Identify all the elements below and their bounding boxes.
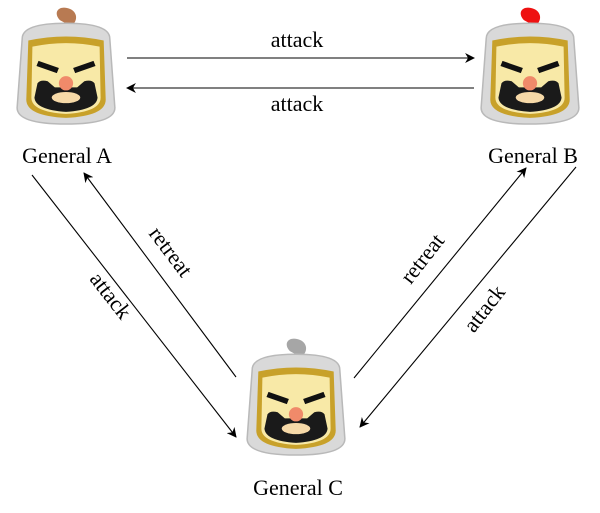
general-c-avatar-icon [246, 337, 346, 456]
general-c-node: General C [246, 337, 346, 500]
arrow-c-to-a [83, 172, 237, 378]
message-b-to-c-label: attack [458, 280, 510, 337]
message-c-to-b-label: retreat [395, 229, 449, 289]
arrow-a-to-c [31, 174, 237, 438]
message-a-to-c: attack [31, 174, 237, 438]
message-c-to-b: retreat [353, 167, 527, 379]
general-b-label: General B [488, 143, 578, 168]
message-b-to-c: attack [359, 166, 577, 428]
general-c-label: General C [253, 475, 343, 500]
message-c-to-a-label: retreat [144, 222, 198, 282]
message-a-to-c-label: attack [85, 267, 137, 324]
general-b-node: General B [480, 6, 580, 168]
general-a-node: General A [16, 6, 116, 168]
message-a-to-b-label: attack [271, 27, 324, 52]
arrow-b-to-c [359, 166, 577, 428]
message-b-to-a: attack [126, 83, 474, 116]
message-a-to-b: attack [127, 27, 475, 63]
general-a-avatar-icon [16, 6, 116, 125]
general-a-label: General A [22, 143, 112, 168]
general-b-avatar-icon [480, 6, 580, 125]
arrow-c-to-b [353, 167, 527, 379]
message-b-to-a-label: attack [271, 91, 324, 116]
